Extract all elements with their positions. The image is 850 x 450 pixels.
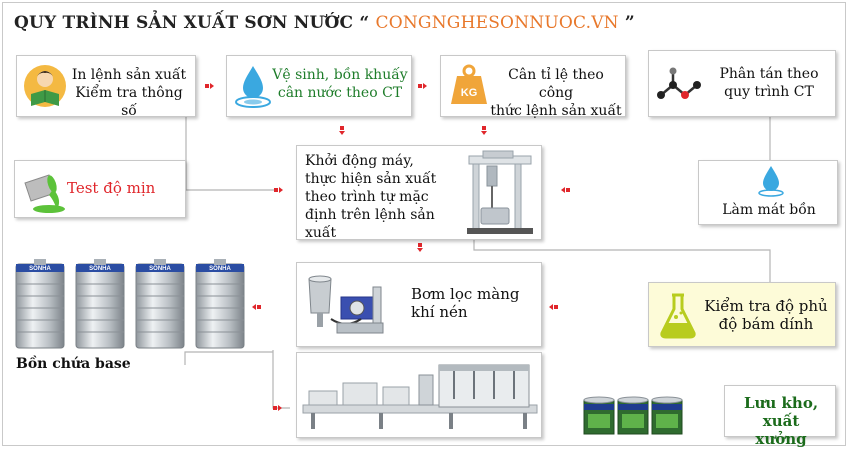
step-warehouse: Lưu kho, xuất xưởng xyxy=(724,385,836,448)
arrow-down-3 xyxy=(417,243,423,252)
step-filling-line xyxy=(296,352,542,438)
water-drop-icon xyxy=(235,66,271,108)
tank-brand-4: SONHA xyxy=(209,266,231,272)
step-cool-tank: Làm mát bồn xyxy=(698,160,838,225)
flask-icon xyxy=(660,293,696,339)
weigh-line1: Cân tỉ lệ theo công xyxy=(508,67,604,101)
cool-tank-label: Làm mát bồn xyxy=(722,202,816,218)
clean-tank-line2: cân nước theo CT xyxy=(277,85,403,101)
warehouse-line2: xưởng xyxy=(755,430,807,448)
paint-bucket-icon xyxy=(24,174,65,213)
arrow-down-1 xyxy=(339,126,345,135)
water-tank-icon: SONHA SONHA SONHA SONHA xyxy=(15,258,245,349)
pump-filter-icon xyxy=(308,275,384,334)
print-order-line1: In lệnh sản xuất xyxy=(71,67,187,83)
weight-icon: KG xyxy=(451,64,487,104)
start-machine-line4: định trên lệnh sản xuất xyxy=(305,207,435,241)
check-coverage-line1: Kiểm tra độ phủ xyxy=(704,297,828,315)
arrow-right-2 xyxy=(418,83,427,89)
water-drop-icon xyxy=(758,166,784,197)
step-print-order: In lệnh sản xuất Kiểm tra thông số xyxy=(16,55,196,119)
tank-brand-3: SONHA xyxy=(149,266,171,272)
step-weigh: KG Cân tỉ lệ theo công thức lệnh sản xuấ… xyxy=(440,55,626,119)
start-machine-line1: Khởi động máy, xyxy=(305,153,414,169)
check-coverage-line2: độ bám dính xyxy=(718,315,814,333)
tank-brand-2: SONHA xyxy=(89,266,111,272)
pump-filter-line2: khí nén xyxy=(411,303,468,321)
title-prefix: QUY TRÌNH SẢN XUẤT SƠN NƯỚC “ xyxy=(14,13,370,33)
arrow-right-1 xyxy=(205,83,214,89)
step-pump-filter: Bơm lọc màng khí nén xyxy=(296,262,542,347)
diagram-frame xyxy=(2,2,846,446)
step-disperse: Phân tán theo quy trình CT xyxy=(648,50,836,117)
start-machine-line2: thực hiện sản xuất xyxy=(305,171,437,187)
step-clean-tank: Vệ sinh, bồn khuấy cân nước theo CT xyxy=(226,55,412,117)
disperse-line2: quy trình CT xyxy=(724,84,814,100)
reader-icon xyxy=(24,65,66,107)
paint-can-icon xyxy=(583,396,683,435)
clean-tank-line1: Vệ sinh, bồn khuấy xyxy=(272,67,408,83)
test-fineness-label: Test độ mịn xyxy=(67,179,156,197)
print-order-line2: Kiểm tra thông số xyxy=(75,85,183,119)
warehouse-line1: Lưu kho, xuất xyxy=(743,394,819,430)
weight-icon-text: KG xyxy=(461,87,478,99)
arrow-down-2 xyxy=(481,126,487,135)
title-suffix: ” xyxy=(624,13,635,33)
arrow-left-1 xyxy=(561,187,570,193)
filling-line-icon xyxy=(302,364,538,429)
arrow-left-2 xyxy=(549,304,558,310)
storage-tanks-label: Bồn chứa base xyxy=(16,356,131,372)
weigh-line2: thức lệnh sản xuất xyxy=(490,103,622,119)
start-machine-line3: theo trình tự mặc xyxy=(305,189,429,205)
tank-brand-1: SONHA xyxy=(29,266,51,272)
step-check-coverage: Kiểm tra độ phủ độ bám dính xyxy=(648,282,836,347)
step-test-fineness: Test độ mịn xyxy=(14,160,186,218)
pump-filter-line1: Bơm lọc màng xyxy=(411,285,520,303)
step-start-machine: Khởi động máy, thực hiện sản xuất theo t… xyxy=(296,145,542,241)
arrow-right-3 xyxy=(274,187,283,193)
disperse-line1: Phân tán theo xyxy=(719,66,819,82)
arrow-left-3 xyxy=(252,304,261,310)
page-title: QUY TRÌNH SẢN XUẤT SƠN NƯỚC “ CONGNGHESO… xyxy=(14,13,635,33)
mixer-machine-icon xyxy=(467,150,533,234)
molecule-icon xyxy=(657,67,701,99)
title-brand: CONGNGHESONNUOC.VN xyxy=(375,13,619,33)
